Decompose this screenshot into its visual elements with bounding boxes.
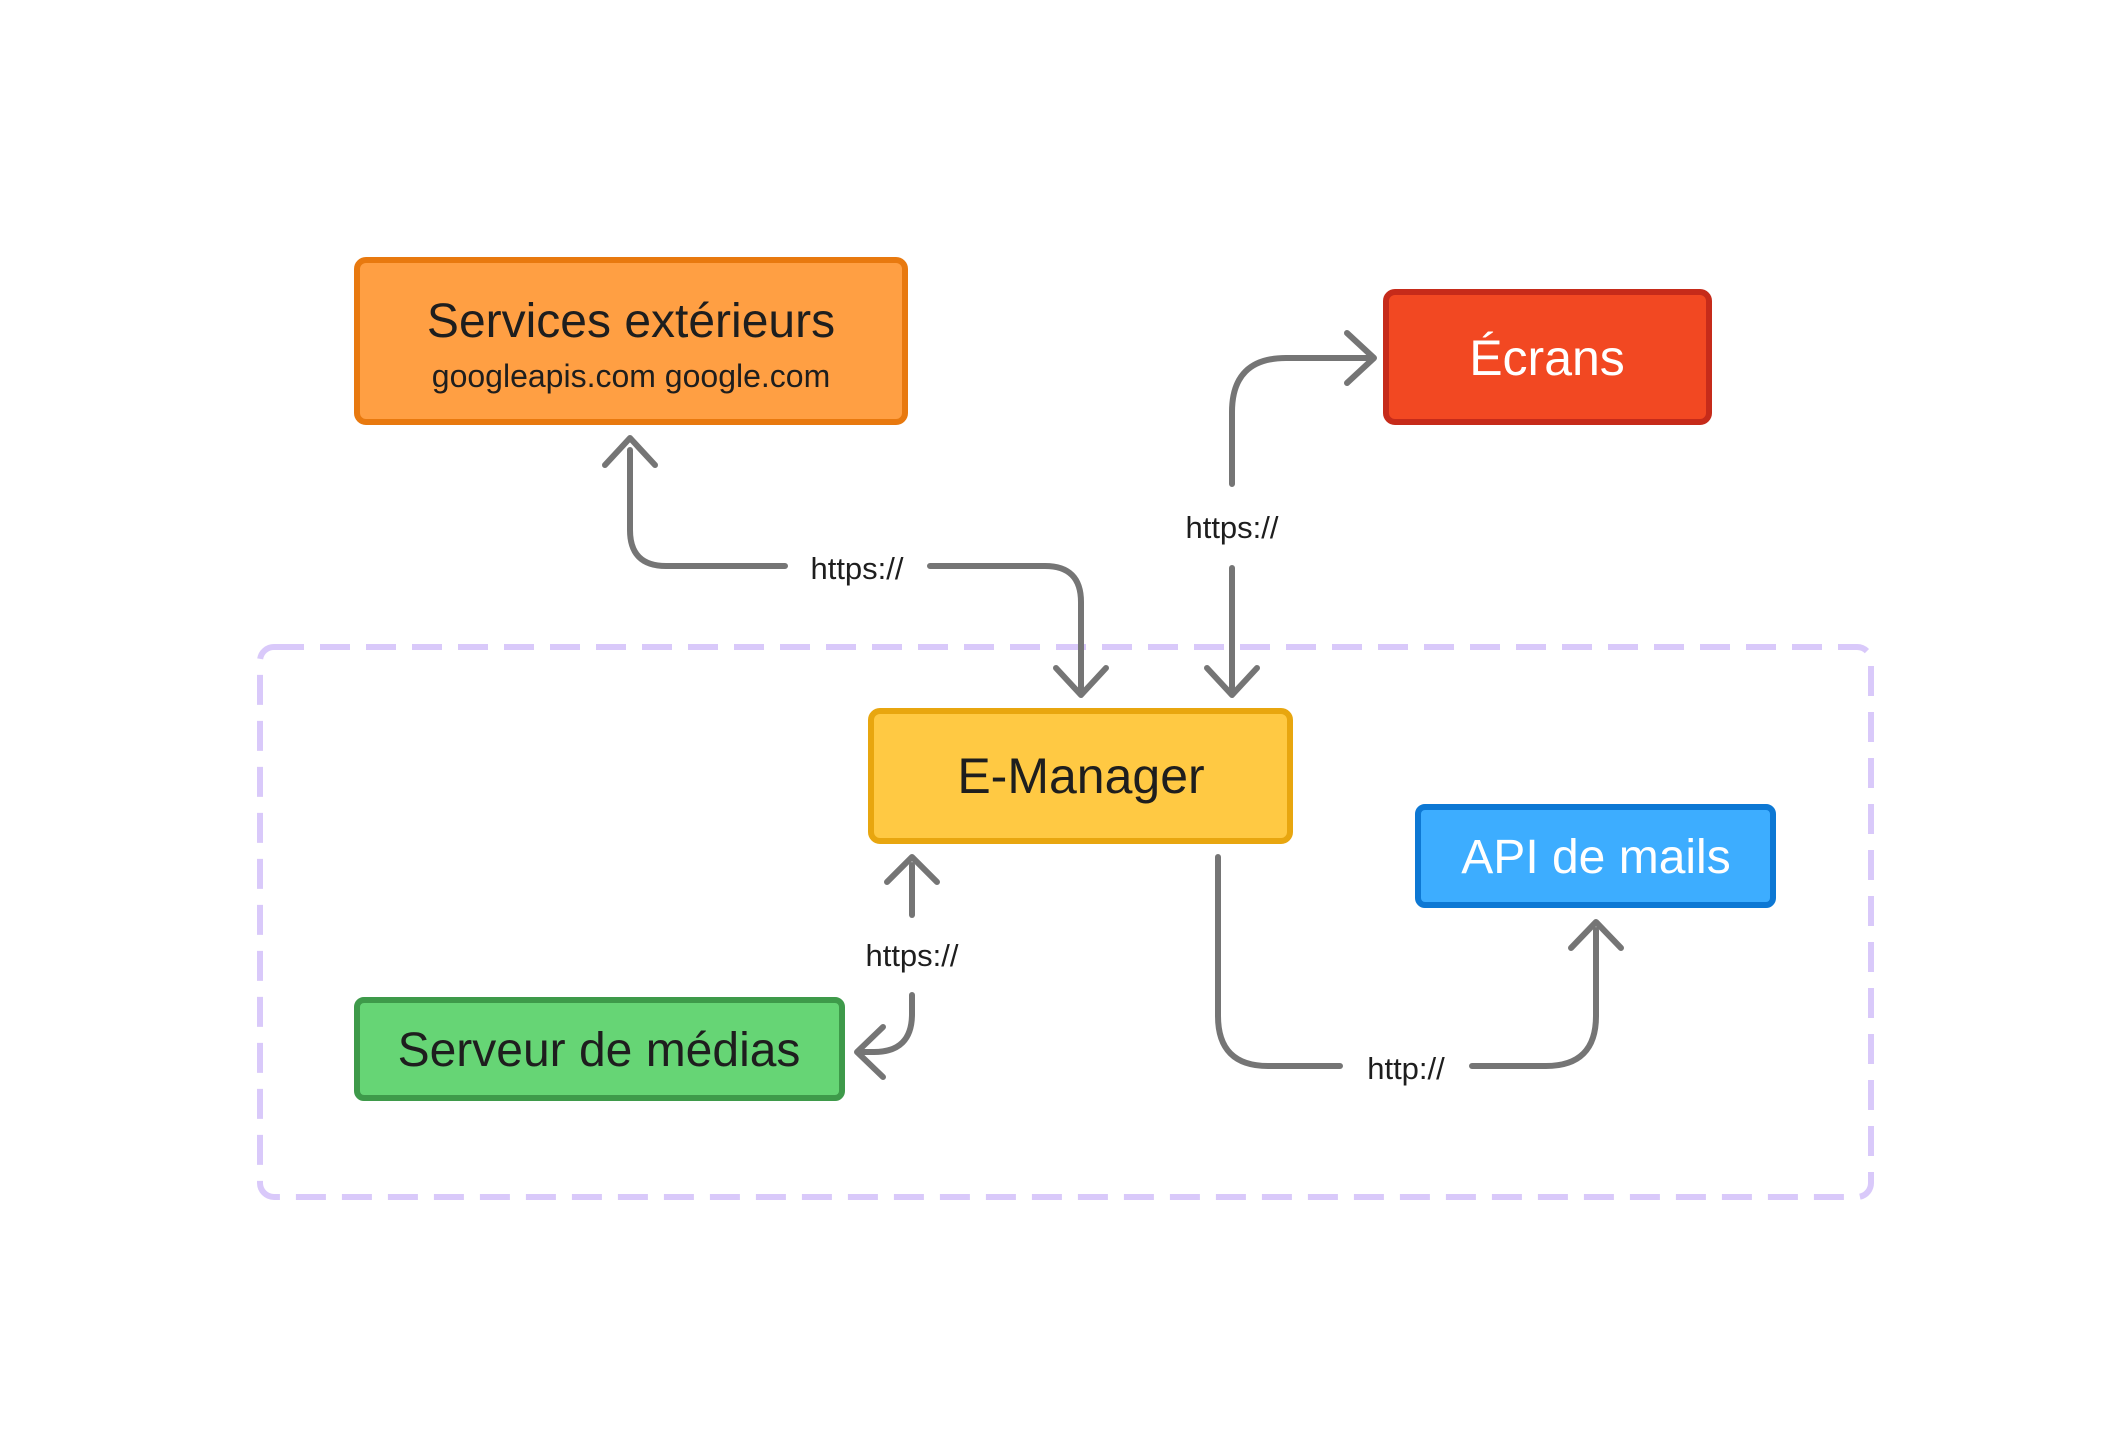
edge-media-emanager: https:// [854,854,959,1080]
edge-label-services: https:// [810,551,903,586]
node-box [1415,804,1776,908]
arrowhead-down-icon [1053,665,1109,698]
arrowhead-right-icon [1344,330,1377,386]
arrowhead-down-icon [1204,665,1260,698]
arrowhead-up-icon [884,854,940,885]
edge-label-api: http:// [1367,1051,1445,1086]
node-e-manager[interactable]: E-Manager [868,708,1293,844]
node-title: Serveur de médias [398,1024,801,1077]
node-title: E-Manager [957,748,1204,804]
arrowhead-left-icon [854,1024,886,1080]
arrowhead-up-icon [602,435,658,468]
arrowhead-up-icon [1568,919,1624,951]
node-title: API de mails [1461,831,1730,884]
edge-emanager-api: http:// [1215,854,1624,1086]
node-box [354,257,908,425]
edge-label-ecrans: https:// [1185,510,1278,545]
node-subtitle: googleapis.com google.com [432,358,830,394]
edge-label-media: https:// [865,938,958,973]
node-title: Écrans [1469,330,1625,386]
node-title: Services extérieurs [427,295,835,348]
node-services-exterieurs[interactable]: Services extérieurs googleapis.com googl… [354,257,908,425]
edge-ecrans-emanager: https:// [1185,330,1377,698]
edge-services-emanager: https:// [602,435,1109,698]
node-box [1383,289,1712,425]
node-api-de-mails[interactable]: API de mails [1415,804,1776,908]
node-box [354,997,845,1101]
node-ecrans[interactable]: Écrans [1383,289,1712,425]
node-box [868,708,1293,844]
internal-boundary [257,644,1874,1200]
node-serveur-de-medias[interactable]: Serveur de médias [354,997,845,1101]
